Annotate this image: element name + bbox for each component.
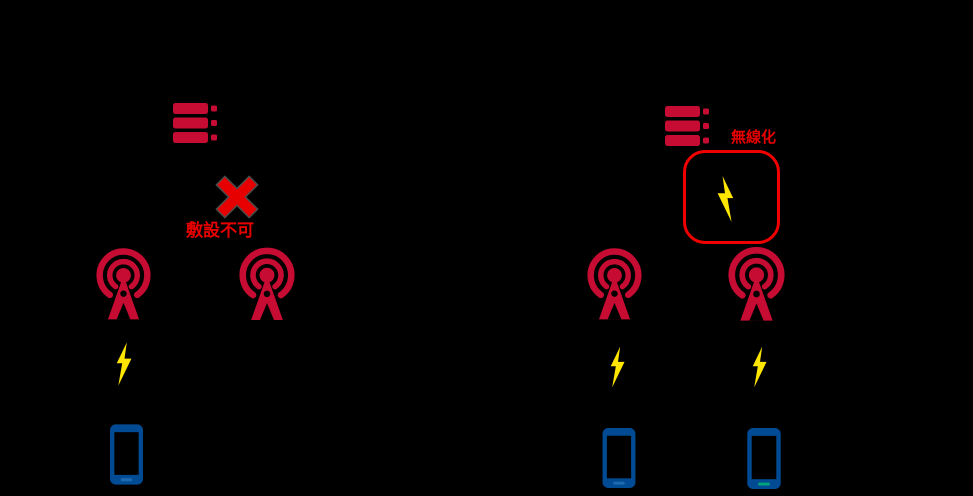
lightning-icon (610, 342, 626, 392)
wireless-box (683, 150, 780, 244)
server-icon (665, 106, 709, 146)
lightning-icon (752, 342, 768, 392)
no-install-label: 敷設不可 (186, 221, 254, 240)
x-mark-icon (215, 175, 259, 219)
lightning-icon (116, 340, 133, 388)
smartphone-icon (747, 428, 781, 489)
antenna-icon (239, 246, 295, 323)
antenna-icon (587, 246, 642, 323)
lightning-icon (713, 176, 737, 222)
smartphone-icon (602, 428, 636, 488)
server-icon (173, 103, 217, 143)
wireless-label: 無線化 (731, 129, 777, 146)
antenna-icon (96, 246, 151, 323)
smartphone-icon (110, 423, 143, 486)
antenna-icon (728, 246, 785, 323)
